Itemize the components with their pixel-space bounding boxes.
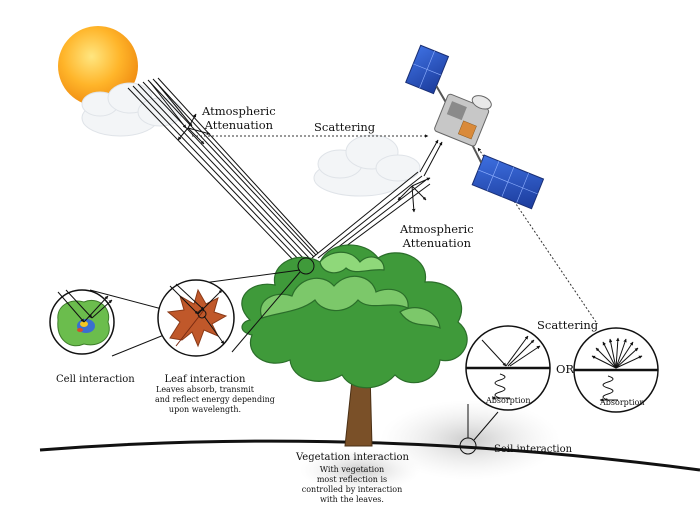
veg-desc-line2: most reflection is — [316, 475, 388, 484]
veg-desc-line3: controlled by interaction — [301, 485, 403, 494]
soil-interaction-label: Soil interaction — [494, 444, 573, 455]
cell-interaction-label: Cell interaction — [56, 374, 135, 385]
atmospheric-attenuation-label-top: Atmospheric Attenuation — [202, 104, 276, 132]
leaf-desc-line1: Leaves absorb, transmit — [156, 385, 254, 394]
tree-icon — [241, 244, 468, 447]
scattering-label-top: Scattering — [314, 120, 376, 134]
atmospheric-scatter-middle — [397, 177, 431, 213]
absorption-label-left: Absorption — [486, 396, 531, 405]
zoom-connectors-soil — [467, 404, 499, 441]
atmos-mid-line2: Attenuation — [402, 236, 472, 250]
scattering-label-right: Scattering — [537, 318, 599, 332]
zoom-connectors-leaf — [195, 269, 301, 353]
or-label: OR — [556, 362, 575, 376]
vegetation-interaction-label: Vegetation interaction — [296, 452, 409, 463]
leaf-desc-line2: and reflect energy depending — [155, 395, 275, 404]
soil-diffuse-icon — [573, 327, 659, 413]
atmospheric-attenuation-label-middle: Atmospheric Attenuation — [400, 222, 474, 250]
cloud-icon-middle — [313, 134, 421, 197]
leaf-interaction-block: Leaf interaction Leaves absorb, transmit… — [155, 374, 275, 415]
veg-desc-line4: with the leaves. — [320, 495, 384, 504]
atmos-top-line2: Attenuation — [204, 118, 274, 132]
scattering-path-right — [477, 147, 597, 323]
incoming-radiation-rays — [127, 77, 319, 266]
leaf-icon — [157, 279, 235, 357]
ground-shadow-2 — [300, 448, 420, 492]
soil-specular-icon — [465, 325, 551, 411]
atmos-mid-line1: Atmospheric — [400, 222, 474, 236]
ground-shadow — [380, 400, 560, 480]
absorption-label-right: Absorption — [600, 398, 645, 407]
vegetation-interaction-block: Vegetation interaction With vegetation m… — [296, 452, 409, 505]
reflected-radiation-rays — [311, 139, 443, 259]
leaf-interaction-label: Leaf interaction — [164, 374, 246, 385]
satellite-icon — [405, 44, 545, 210]
cell-icon — [49, 289, 115, 355]
veg-desc-line1: With vegetation — [319, 465, 385, 474]
atmos-top-line1: Atmospheric — [202, 104, 276, 118]
leaf-desc-line3: upon wavelength. — [168, 405, 242, 414]
